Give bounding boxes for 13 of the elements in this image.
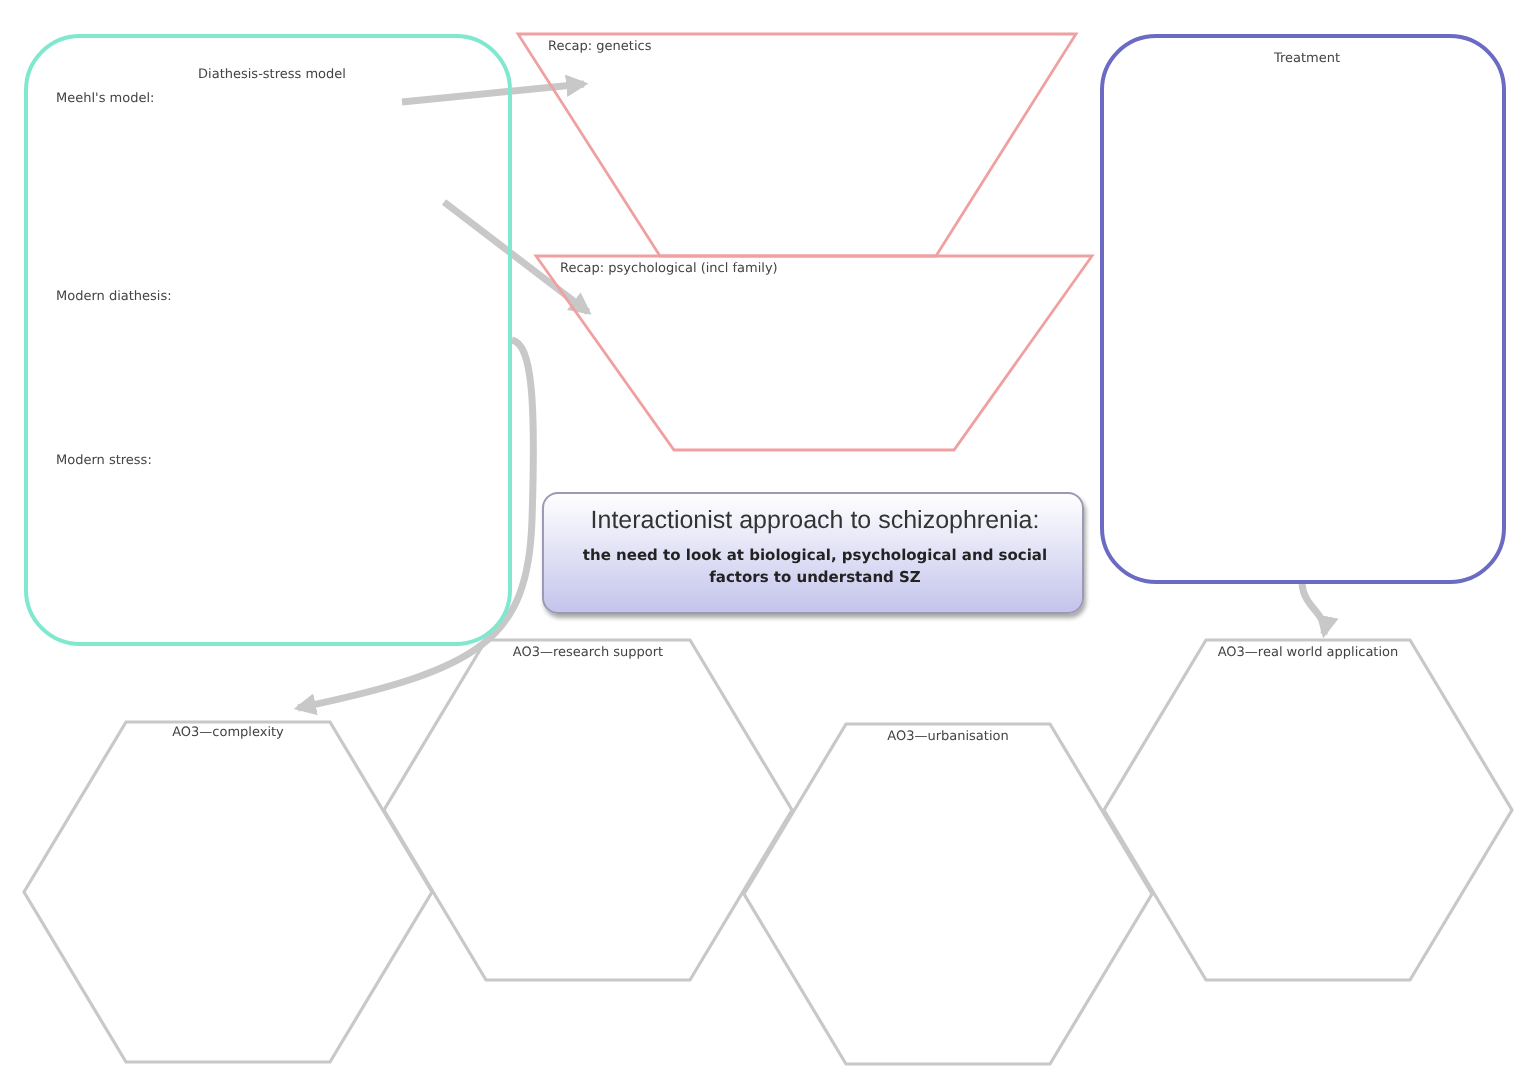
title-banner <box>542 492 1084 614</box>
hexagon-box <box>1104 640 1512 980</box>
rounded-panel <box>1100 34 1506 584</box>
arrow <box>1298 583 1337 639</box>
hexagon-box <box>744 724 1152 1064</box>
trapezoid-box <box>536 256 1092 450</box>
title-text: Interactionist approach to schizophrenia: <box>588 506 1042 534</box>
hexagon-box <box>384 640 792 980</box>
arrow <box>293 336 537 716</box>
arrow <box>401 74 589 106</box>
hexagon-box <box>24 722 432 1062</box>
trapezoid-box <box>518 34 1076 256</box>
rounded-panel <box>24 34 512 646</box>
